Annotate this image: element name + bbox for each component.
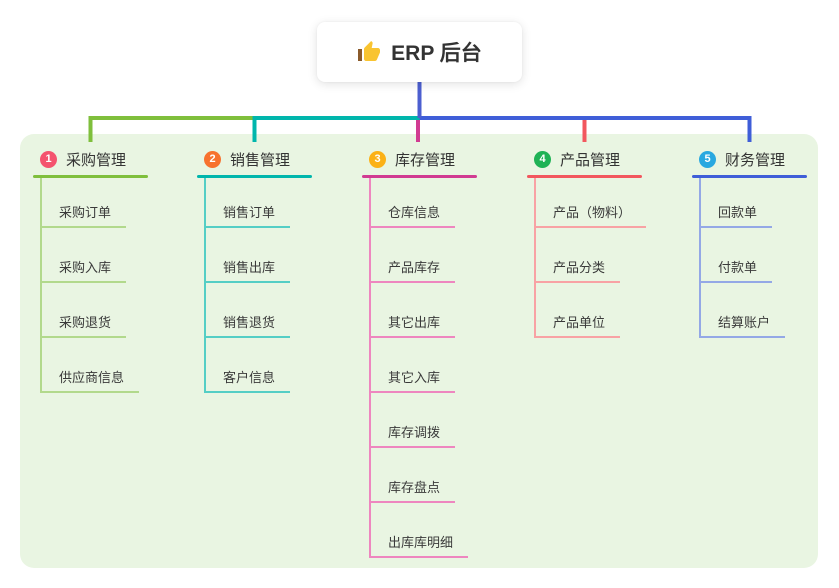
branch-label: 财务管理 — [725, 151, 786, 169]
leaf-node[interactable]: 出库库明细 — [371, 503, 469, 558]
branch-underline — [362, 175, 477, 178]
leaf-node[interactable]: 产品分类 — [536, 228, 621, 283]
branch-number-badge: 3 — [369, 150, 386, 168]
branch-underline — [692, 175, 807, 178]
leaf-node[interactable]: 销售退货 — [206, 283, 291, 338]
branch-label: 产品管理 — [560, 151, 621, 169]
branch-item-list: 采购订单采购入库采购退货供应商信息 — [40, 178, 140, 393]
connector — [419, 116, 752, 142]
branch-node-1[interactable]: 1 采购管理 — [40, 149, 126, 169]
leaf-node[interactable]: 客户信息 — [206, 338, 291, 393]
branch-number-badge: 2 — [204, 150, 221, 168]
branch-label: 库存管理 — [395, 151, 456, 169]
leaf-node[interactable]: 销售出库 — [206, 228, 291, 283]
leaf-node[interactable]: 回款单 — [701, 178, 773, 228]
leaf-node[interactable]: 结算账户 — [701, 283, 786, 338]
leaf-node[interactable]: 其它出库 — [371, 283, 456, 338]
branch-node-5[interactable]: 5 财务管理 — [699, 149, 785, 169]
leaf-node[interactable]: 产品库存 — [371, 228, 456, 283]
branch-label: 销售管理 — [230, 151, 291, 169]
leaf-node[interactable]: 产品单位 — [536, 283, 621, 338]
root-node[interactable]: ERP 后台 — [317, 22, 522, 82]
leaf-node[interactable]: 销售订单 — [206, 178, 291, 228]
branch-underline — [33, 175, 148, 178]
leaf-node[interactable]: 付款单 — [701, 228, 773, 283]
branch-item-list: 销售订单销售出库销售退货客户信息 — [204, 178, 291, 393]
branch-underline — [527, 175, 642, 178]
connector — [252, 116, 420, 142]
leaf-node[interactable]: 采购退货 — [42, 283, 127, 338]
branch-node-2[interactable]: 2 销售管理 — [204, 149, 290, 169]
branch-node-3[interactable]: 3 库存管理 — [369, 149, 455, 169]
branch-item-list: 产品（物料）产品分类产品单位 — [534, 178, 647, 338]
branch-number-badge: 5 — [699, 150, 716, 168]
root-node-label: ERP 后台 — [391, 42, 482, 65]
leaf-node[interactable]: 供应商信息 — [42, 338, 140, 393]
thumbs-up-icon — [358, 41, 381, 61]
branch-underline — [197, 175, 312, 178]
leaf-node[interactable]: 产品（物料） — [536, 178, 647, 228]
leaf-node[interactable]: 仓库信息 — [371, 178, 456, 228]
branch-number-badge: 1 — [40, 150, 57, 168]
branch-label: 采购管理 — [66, 151, 127, 169]
mindmap-background-panel — [20, 134, 818, 568]
leaf-node[interactable]: 采购订单 — [42, 178, 127, 228]
leaf-node[interactable]: 库存盘点 — [371, 448, 456, 503]
leaf-node[interactable]: 采购入库 — [42, 228, 127, 283]
branch-item-list: 回款单付款单结算账户 — [699, 178, 786, 338]
leaf-node[interactable]: 库存调拨 — [371, 393, 456, 448]
branch-number-badge: 4 — [534, 150, 551, 168]
branch-item-list: 仓库信息产品库存其它出库其它入库库存调拨库存盘点出库库明细 — [369, 178, 469, 558]
leaf-node[interactable]: 其它入库 — [371, 338, 456, 393]
branch-node-4[interactable]: 4 产品管理 — [534, 149, 620, 169]
connector — [419, 116, 587, 142]
